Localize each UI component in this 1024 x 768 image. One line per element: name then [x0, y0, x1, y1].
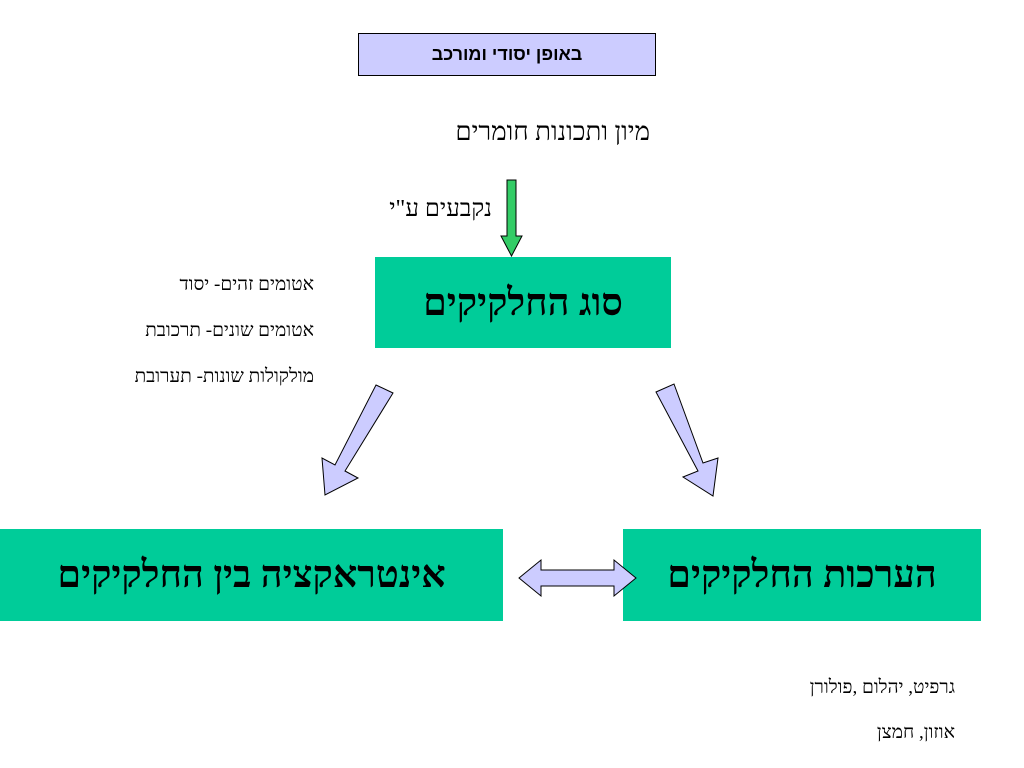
arrangement-note-carbon: גרפיט, יהלום ,פולורן: [809, 677, 955, 698]
type-note-element: אטומים זהים- יסוד: [179, 274, 314, 295]
particle-arrangement-box: הערכות החלקיקים: [623, 529, 981, 621]
determined-by-label: נקבעים ע"י: [389, 196, 492, 222]
diagram-heading: מיון ותכונות חומרים: [455, 117, 650, 146]
arrow-left-down-icon: [321, 384, 394, 496]
double-arrow-icon: [518, 558, 637, 598]
type-note-compound: אטומים שונים- תרכובת: [145, 320, 314, 341]
title-box: באופן יסודי ומורכב: [358, 33, 656, 76]
arrow-right-down-icon: [655, 383, 719, 497]
particle-interaction-box: אינטראקציה בין החלקיקים: [0, 529, 503, 621]
down-arrow-icon: [500, 179, 523, 258]
type-note-mixture: מולקולות שונות- תערובת: [134, 366, 314, 387]
arrangement-note-oxygen: אוזון, חמצן: [876, 722, 955, 743]
particle-type-box: סוג החלקיקים: [375, 257, 671, 348]
